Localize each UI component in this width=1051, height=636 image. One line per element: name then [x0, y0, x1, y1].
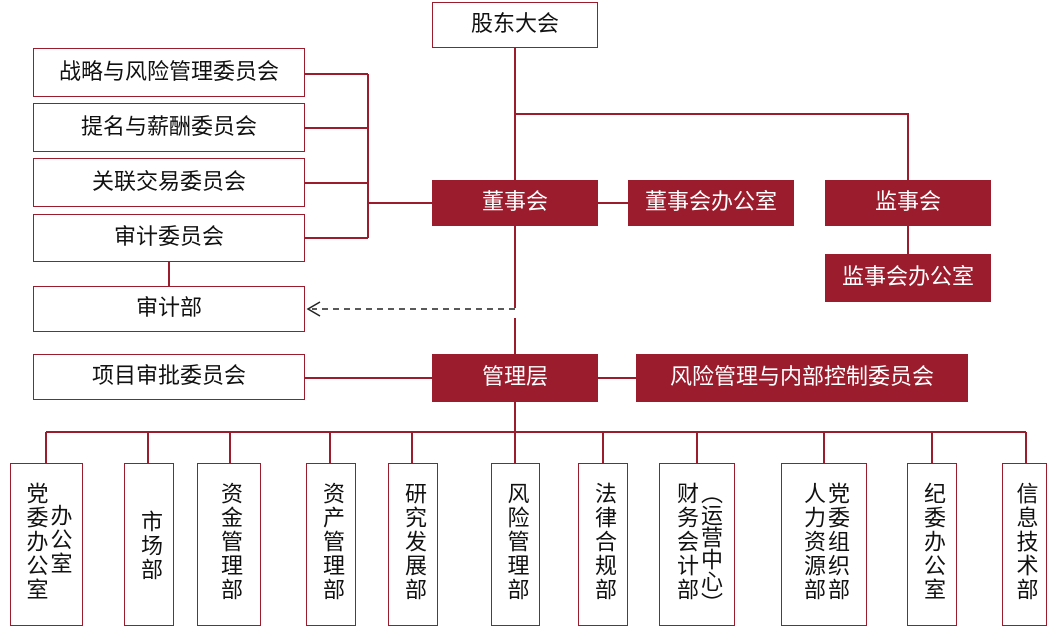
department-risk-management: 风险管理部 [491, 463, 540, 626]
management-box: 管理层 [432, 354, 598, 402]
department-party-office: 办公室 党委办公室 [10, 463, 83, 626]
supervisory-office-box: 监事会办公室 [825, 254, 991, 302]
audit-committee-box: 审计委员会 [33, 214, 305, 262]
shareholders-meeting-box: 股东大会 [432, 2, 598, 48]
board-office-box: 董事会办公室 [628, 180, 794, 226]
department-label: 风险管理部 [503, 482, 529, 602]
department-market: 市场部 [124, 463, 174, 626]
department-party-org-hr: 党委组织部 人力资源部 [781, 463, 867, 626]
strategy-risk-committee-box: 战略与风险管理委员会 [33, 48, 305, 97]
department-label: 研究发展部 [401, 482, 426, 602]
risk-internal-control-committee-box: 风险管理与内部控制委员会 [636, 354, 968, 402]
department-label: 资产管理部 [319, 482, 344, 602]
department-asset-management: 资产管理部 [306, 463, 356, 626]
department-legal-compliance: 法律合规部 [578, 463, 628, 626]
department-label: （运营中心） [697, 482, 722, 614]
department-discipline-office: 纪委办公室 [907, 463, 957, 626]
department-label: 党委办公室 [22, 482, 48, 602]
department-label: 人力资源部 [800, 482, 825, 602]
department-label: 信息技术部 [1012, 482, 1038, 602]
supervisory-board-box: 监事会 [825, 180, 991, 226]
department-funds-management: 资金管理部 [197, 463, 261, 626]
department-label: 市场部 [137, 510, 162, 582]
department-finance-accounting: （运营中心） 财务会计部 [659, 463, 735, 626]
department-label: 办公室 [46, 504, 72, 576]
department-research-development: 研究发展部 [388, 463, 438, 626]
audit-department-box: 审计部 [33, 286, 305, 332]
nomination-compensation-committee-box: 提名与薪酬委员会 [33, 103, 305, 152]
project-approval-committee-box: 项目审批委员会 [33, 354, 305, 400]
department-label: 纪委办公室 [920, 482, 945, 602]
department-label: 党委组织部 [824, 482, 849, 602]
department-information-technology: 信息技术部 [1002, 463, 1047, 626]
board-of-directors-box: 董事会 [432, 180, 598, 226]
department-label: 资金管理部 [217, 482, 242, 602]
related-transaction-committee-box: 关联交易委员会 [33, 158, 305, 207]
department-label: 法律合规部 [591, 482, 616, 602]
department-label: 财务会计部 [673, 482, 698, 602]
